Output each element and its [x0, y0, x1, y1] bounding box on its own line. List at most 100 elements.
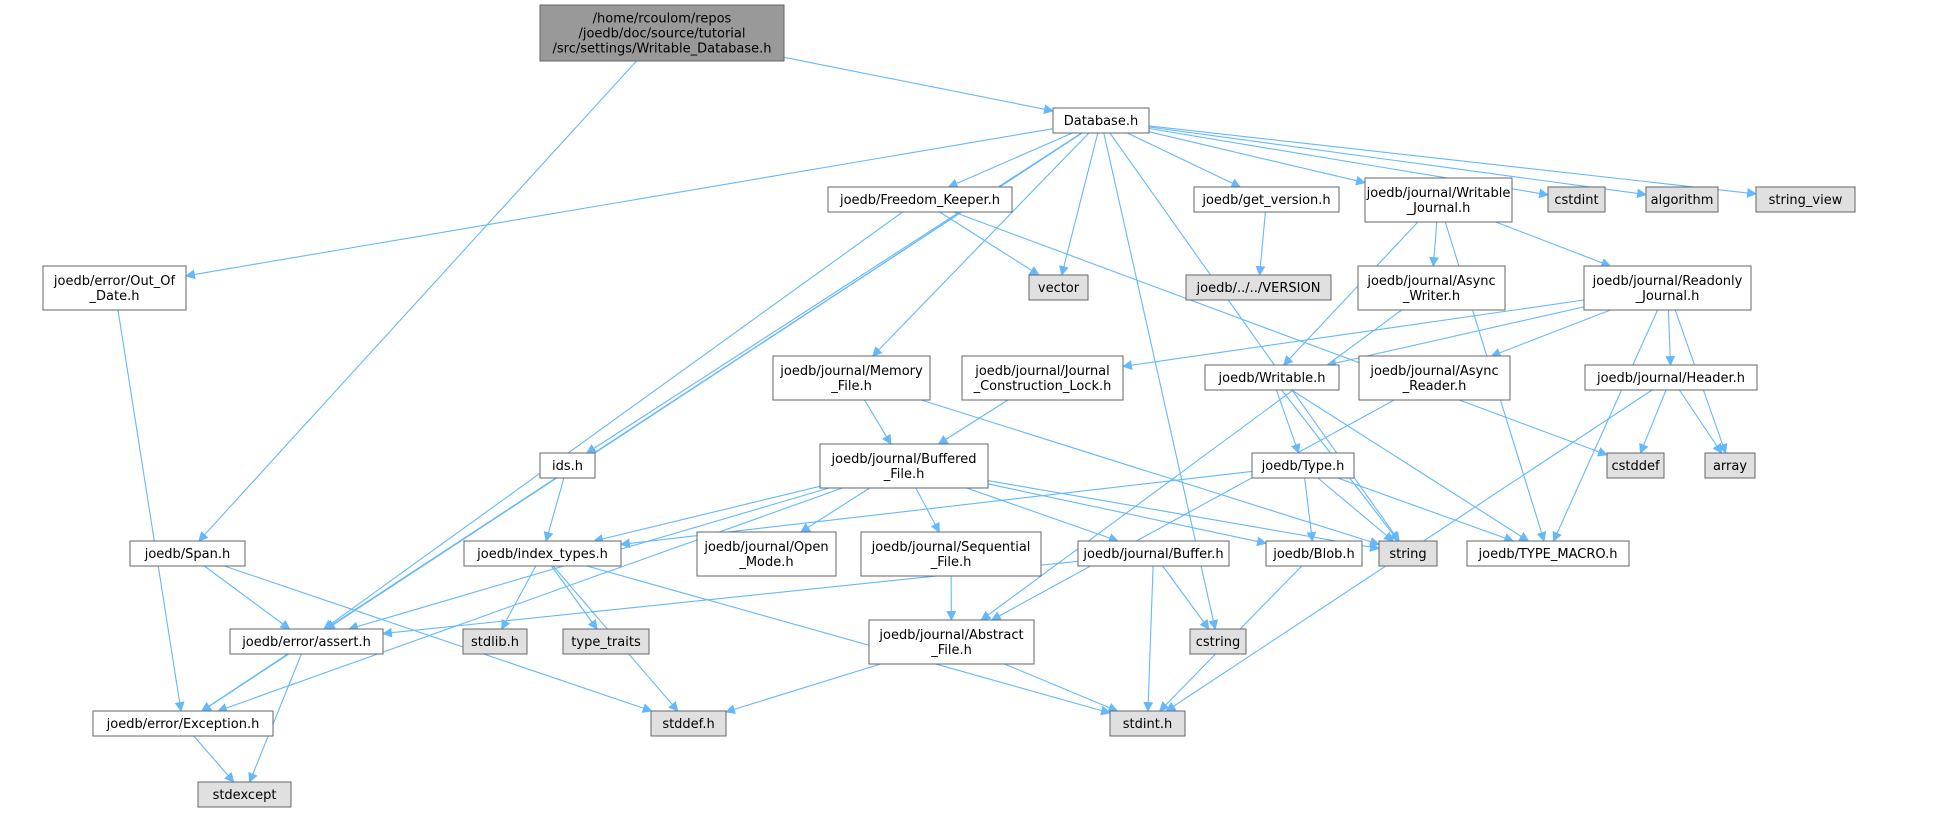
- edge-header-to-array: [1678, 389, 1723, 454]
- edge-root-to-span: [198, 60, 637, 542]
- node-sequential_file[interactable]: joedb/journal/Sequential_File.h: [860, 531, 1042, 577]
- node-label: array: [1713, 459, 1747, 474]
- node-type[interactable]: joedb/Type.h: [1251, 452, 1355, 479]
- edge-index_types-to-stdint: [586, 565, 1111, 716]
- node-blob[interactable]: joedb/Blob.h: [1265, 540, 1363, 567]
- edge-database-to-memory_file: [872, 132, 1090, 357]
- node-label: joedb/error/assert.h: [241, 635, 371, 650]
- edge-database-to-vector: [1059, 132, 1099, 276]
- node-label: /src/settings/Writable_Database.h: [552, 42, 771, 57]
- node-label: Database.h: [1064, 114, 1138, 129]
- node-label: joedb/journal/Writable: [1366, 186, 1511, 201]
- node-label: joedb/journal/Async: [1369, 364, 1498, 379]
- edge-span-to-error_assert: [204, 565, 291, 630]
- node-async_reader[interactable]: joedb/journal/Async_Reader.h: [1358, 355, 1511, 401]
- edge-database-to-error_assert: [324, 132, 1083, 630]
- node-cstddef: cstddef: [1606, 452, 1665, 479]
- node-label: joedb/journal/Journal: [974, 364, 1110, 379]
- edge-memory_file-to-string: [921, 399, 1380, 547]
- node-database[interactable]: Database.h: [1052, 107, 1150, 134]
- node-label: vector: [1038, 281, 1080, 296]
- edge-database-to-freedom_keeper: [947, 132, 1073, 188]
- node-label: _Reader.h: [1402, 379, 1467, 394]
- edge-readonly_journal-to-journal_construction_lock: [1122, 299, 1585, 371]
- node-label: string_view: [1769, 193, 1843, 208]
- node-label: stdlib.h: [471, 635, 519, 650]
- node-array: array: [1704, 452, 1756, 479]
- node-label: _Writer.h: [1402, 289, 1460, 304]
- edge-readonly_journal-to-type_macro: [1552, 309, 1659, 542]
- node-label: type_traits: [571, 635, 641, 650]
- node-label: ids.h: [552, 459, 583, 474]
- node-abstract_file[interactable]: joedb/journal/Abstract_File.h: [868, 619, 1035, 665]
- node-label: joedb/journal/Header.h: [1596, 371, 1745, 386]
- node-span[interactable]: joedb/Span.h: [129, 540, 246, 567]
- edge-buffer-to-stdint: [1143, 565, 1154, 712]
- node-writable[interactable]: joedb/Writable.h: [1204, 364, 1340, 391]
- node-label: _File.h: [930, 555, 972, 570]
- node-label: _File.h: [930, 643, 972, 658]
- node-label: joedb/get_version.h: [1201, 193, 1330, 208]
- edge-writable-to-type: [1275, 389, 1301, 454]
- node-label: joedb/journal/Readonly: [1592, 274, 1743, 289]
- edge-buffered_file-to-sequential_file: [915, 487, 940, 533]
- edge-journal_construction_lock-to-buffered_file: [937, 399, 1009, 445]
- node-buffered_file[interactable]: joedb/journal/Buffered_File.h: [819, 443, 989, 489]
- node-async_writer[interactable]: joedb/journal/Async_Writer.h: [1357, 265, 1506, 311]
- node-cstring: cstring: [1189, 628, 1247, 655]
- node-memory_file[interactable]: joedb/journal/Memory_File.h: [772, 355, 931, 401]
- edge-buffered_file-to-buffer: [966, 487, 1119, 543]
- edge-readonly_journal-to-async_reader: [1490, 309, 1611, 358]
- edge-layer: [117, 56, 1757, 783]
- node-label: joedb/error/Out_Of: [53, 274, 176, 289]
- node-ids[interactable]: ids.h: [539, 452, 596, 479]
- node-writable_journal[interactable]: joedb/journal/Writable_Journal.h: [1364, 177, 1513, 223]
- node-label: joedb/Freedom_Keeper.h: [839, 193, 1000, 208]
- edge-index_types-to-stdlib: [501, 565, 537, 630]
- node-label: _File.h: [883, 467, 925, 482]
- node-label: stddef.h: [662, 717, 714, 732]
- node-label: _Journal.h: [1635, 289, 1700, 304]
- node-freedom_keeper[interactable]: joedb/Freedom_Keeper.h: [827, 186, 1013, 213]
- node-label: _File.h: [830, 379, 872, 394]
- edge-type-to-type_macro: [1337, 477, 1515, 543]
- edge-database-to-writable_journal: [1148, 131, 1366, 186]
- edge-buffered_file-to-index_types: [593, 485, 821, 544]
- edge-buffer-to-cstring: [1162, 565, 1210, 630]
- node-label: cstring: [1196, 635, 1240, 650]
- edge-readonly_journal-to-header: [1665, 309, 1676, 366]
- node-label: joedb/journal/Async: [1366, 274, 1495, 289]
- edge-abstract_file-to-stdint: [1004, 663, 1119, 713]
- node-error_out_of_date[interactable]: joedb/error/Out_Of_Date.h: [42, 265, 187, 311]
- node-error_assert[interactable]: joedb/error/assert.h: [229, 628, 384, 655]
- node-get_version[interactable]: joedb/get_version.h: [1193, 186, 1340, 213]
- node-label: joedb/Span.h: [144, 547, 231, 562]
- edge-buffered_file-to-blob: [987, 483, 1267, 547]
- edge-type-to-blob: [1304, 477, 1317, 542]
- edge-error_assert-to-stdexcept: [248, 653, 302, 783]
- node-label: joedb/journal/Memory: [779, 364, 923, 379]
- edge-get_version-to-version: [1255, 211, 1266, 276]
- node-open_mode[interactable]: joedb/journal/Open_Mode.h: [696, 531, 837, 577]
- edge-async_reader-to-abstract_file: [990, 399, 1395, 621]
- edge-freedom_keeper-to-error_assert: [323, 211, 903, 630]
- node-type_macro[interactable]: joedb/TYPE_MACRO.h: [1466, 540, 1630, 567]
- node-label: joedb/journal/Buffer.h: [1082, 547, 1223, 562]
- node-index_types[interactable]: joedb/index_types.h: [463, 540, 622, 567]
- node-label: /joedb/doc/source/tutorial: [578, 27, 745, 42]
- node-header[interactable]: joedb/journal/Header.h: [1584, 364, 1758, 391]
- node-stdlib: stdlib.h: [462, 628, 528, 655]
- node-label: joedb/../../VERSION: [1196, 281, 1321, 296]
- edge-freedom_keeper-to-vector: [939, 211, 1040, 276]
- edge-memory_file-to-buffered_file: [864, 399, 892, 445]
- edge-error_exception-to-stdexcept: [193, 735, 235, 783]
- node-stdint: stdint.h: [1109, 710, 1186, 737]
- edge-header-to-cstddef: [1639, 389, 1667, 454]
- node-buffer[interactable]: joedb/journal/Buffer.h: [1077, 540, 1230, 567]
- node-error_exception[interactable]: joedb/error/Exception.h: [92, 710, 274, 737]
- node-label: _Journal.h: [1406, 201, 1471, 216]
- node-readonly_journal[interactable]: joedb/journal/Readonly_Journal.h: [1583, 265, 1752, 311]
- node-label: stdint.h: [1123, 717, 1172, 732]
- node-journal_construction_lock[interactable]: joedb/journal/Journal_Construction_Lock.…: [961, 355, 1124, 401]
- node-label: _Mode.h: [738, 555, 793, 570]
